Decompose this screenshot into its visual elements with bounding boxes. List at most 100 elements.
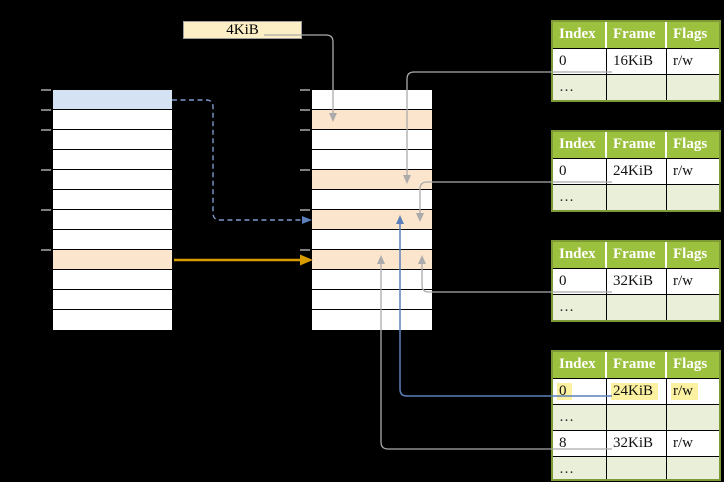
memory-row-white [53, 230, 172, 250]
cell-text: r/w [673, 273, 693, 289]
cell-flags [667, 405, 719, 430]
col-header-frame: Frame [607, 22, 667, 48]
memory-row-white [53, 270, 172, 290]
memory-row-white [53, 290, 172, 310]
cell-text: 24KiB [611, 383, 659, 400]
col-header-flags: Flags [673, 136, 708, 152]
cell-flags [667, 75, 719, 100]
memory-row-white [53, 170, 172, 190]
table-row: 0 16KiB r/w [553, 48, 719, 74]
cell-index: … [553, 457, 607, 479]
memory-row-blue [53, 90, 172, 110]
cell-index: … [553, 75, 607, 100]
cell-text: 32KiB [613, 435, 654, 451]
cell-frame [607, 295, 667, 320]
cell-text: 0 [559, 273, 567, 289]
memory-row-orange [53, 250, 172, 270]
cell-text: r/w [673, 53, 693, 69]
address-tick [41, 109, 51, 111]
cell-text: r/w [673, 435, 693, 451]
col-header-index: Index [553, 242, 607, 268]
col-header-frame: Frame [607, 242, 667, 268]
memory-row-orange [312, 170, 432, 190]
page-table-1: Index Frame Flags 0 16KiB r/w … [551, 20, 721, 102]
table-row: 0 24KiB r/w [553, 158, 719, 184]
col-header-index: Index [553, 352, 607, 378]
physical-memory-column [312, 90, 432, 330]
address-tick [300, 249, 310, 251]
col-header-flags: Flags [673, 356, 708, 372]
cell-flags: r/w [667, 269, 719, 294]
table-row-ellipsis: … [553, 74, 719, 100]
address-tick [41, 209, 51, 211]
cell-frame: 24KiB [607, 159, 667, 184]
cell-text: 0 [559, 163, 567, 179]
frame-size-label: 4KiB [183, 21, 302, 39]
memory-row-white [312, 310, 432, 330]
address-tick [300, 109, 310, 111]
address-tick [41, 89, 51, 91]
col-header-frame: Frame [607, 132, 667, 158]
address-tick [41, 249, 51, 251]
address-tick [41, 169, 51, 171]
table-row: 8 32KiB r/w [553, 430, 719, 456]
cell-text: r/w [671, 383, 698, 400]
col-header-flags: Flags [673, 26, 708, 42]
address-tick [300, 89, 310, 91]
memory-row-white [53, 310, 172, 330]
table-row-ellipsis: … [553, 294, 719, 320]
cell-frame: 32KiB [607, 431, 667, 456]
cell-text: 0 [559, 53, 567, 69]
cell-index: … [553, 405, 607, 430]
memory-row-white [312, 90, 432, 110]
page-table-header: Index Frame Flags [553, 132, 719, 158]
memory-row-orange [312, 110, 432, 130]
cell-text: 0 [557, 383, 572, 400]
page-table-4: Index Frame Flags 0 24KiB r/w … 8 32KiB … [551, 350, 721, 481]
cell-text: 24KiB [613, 163, 654, 179]
page-table-header: Index Frame Flags [553, 242, 719, 268]
cell-flags: r/w [667, 431, 719, 456]
page-table-2: Index Frame Flags 0 24KiB r/w … [551, 130, 721, 212]
cell-text: 32KiB [613, 273, 654, 289]
memory-row-white [53, 150, 172, 170]
memory-row-white [312, 130, 432, 150]
memory-row-white [312, 270, 432, 290]
memory-row-white [312, 290, 432, 310]
cell-text: 16KiB [613, 53, 654, 69]
cell-flags: r/w [667, 49, 719, 74]
memory-row-white [53, 210, 172, 230]
page-table-3: Index Frame Flags 0 32KiB r/w … [551, 240, 721, 322]
memory-row-white [53, 110, 172, 130]
col-header-index: Index [553, 132, 607, 158]
cell-index: 0 [553, 49, 607, 74]
cell-flags: r/w [667, 379, 719, 404]
cell-frame [607, 405, 667, 430]
cell-frame [607, 75, 667, 100]
page-table-header: Index Frame Flags [553, 352, 719, 378]
table-row-ellipsis: … [553, 404, 719, 430]
memory-row-orange [312, 250, 432, 270]
table-row-ellipsis: … [553, 184, 719, 210]
table-row: 0 32KiB r/w [553, 268, 719, 294]
cell-frame [607, 457, 667, 479]
cell-flags: r/w [667, 159, 719, 184]
cell-frame: 16KiB [607, 49, 667, 74]
cell-index: 0 [553, 269, 607, 294]
cell-index: 0 [553, 159, 607, 184]
arrowhead-right-icon [302, 216, 312, 224]
address-tick [300, 209, 310, 211]
cell-index: 0 [553, 379, 607, 404]
memory-row-orange [312, 210, 432, 230]
memory-row-white [53, 130, 172, 150]
page-table-header: Index Frame Flags [553, 22, 719, 48]
cell-index: … [553, 185, 607, 210]
col-header-frame: Frame [607, 352, 667, 378]
virtual-address-space-column [53, 90, 172, 330]
memory-row-white [312, 150, 432, 170]
address-tick [300, 169, 310, 171]
cell-index: … [553, 295, 607, 320]
memory-row-white [312, 190, 432, 210]
table-row-highlighted: 0 24KiB r/w [553, 378, 719, 404]
